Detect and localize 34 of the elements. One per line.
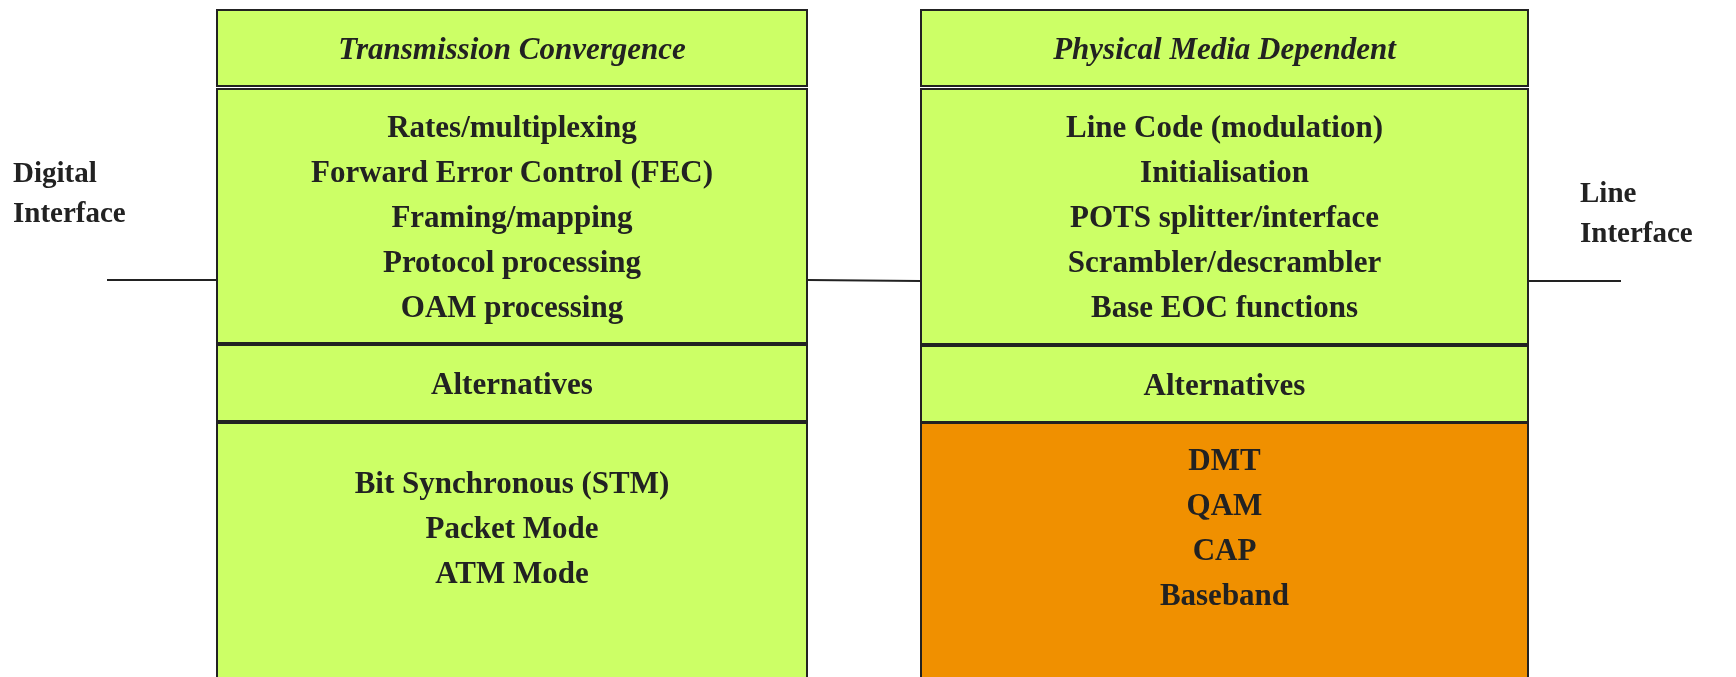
interface-label: Line Interface [1580, 175, 1694, 250]
list-item: Bit Synchronous (STM) [354, 463, 670, 502]
list-item: POTS splitter/interface [1069, 198, 1380, 236]
list-item: Line Code (modulation) [1066, 108, 1383, 146]
list-item: Protocol processing [383, 242, 641, 281]
layer-title: Transmission Convergence [338, 29, 686, 68]
function-list-box [216, 88, 808, 344]
alternatives-header-box [216, 344, 808, 422]
interface-label: Digital Interface [13, 155, 127, 230]
list-item: Baseband [1159, 576, 1290, 614]
alternatives-header-box [920, 345, 1529, 423]
function-list-box [920, 422, 1529, 677]
list-item: Scrambler/descrambler [1067, 243, 1382, 281]
connector-line [1528, 280, 1622, 282]
layer-header-box [920, 9, 1529, 87]
connector-line [106, 279, 217, 281]
list-item: Base EOC functions [1091, 288, 1358, 326]
list-item: Forward Error Control (FEC) [310, 152, 714, 191]
connector-line [807, 279, 921, 282]
list-item: ATM Mode [435, 553, 589, 592]
section-heading: Alternatives [431, 364, 593, 403]
function-list-box [216, 422, 808, 677]
list-item: OAM processing [400, 287, 624, 326]
list-item: DMT [1188, 441, 1261, 479]
list-item: Framing/mapping [391, 197, 633, 236]
layer-header-box [216, 9, 808, 87]
list-item: Initialisation [1140, 153, 1309, 191]
list-item: Packet Mode [425, 508, 599, 547]
list-item: Rates/multiplexing [387, 107, 637, 146]
section-heading: Alternatives [1143, 365, 1306, 404]
function-list-box [920, 88, 1529, 345]
layer-title: Physical Media Dependent [1053, 29, 1396, 68]
list-item: CAP [1192, 531, 1257, 569]
list-item: QAM [1186, 486, 1263, 524]
